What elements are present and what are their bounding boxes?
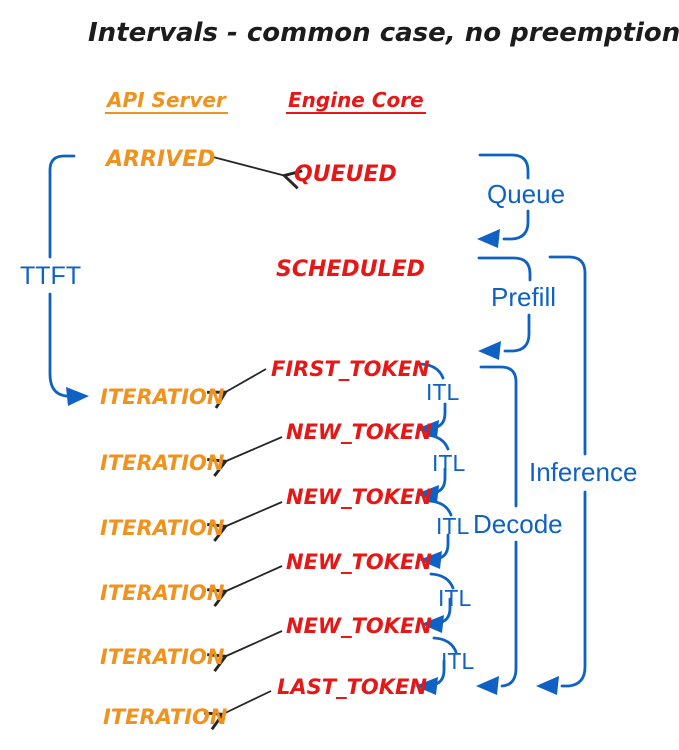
- event-iteration-1: ITERATION: [100, 385, 225, 409]
- inference-arrowhead: [536, 676, 559, 695]
- itl-bracket-1: [416, 362, 447, 438]
- event-scheduled: SCHEDULED: [276, 257, 425, 282]
- event-arrived: ARRIVED: [106, 147, 216, 172]
- interval-label-ttft: TTFT: [20, 262, 82, 290]
- itl-arrowhead-3: [419, 551, 442, 569]
- interval-label-queue: Queue: [487, 179, 566, 209]
- itl-bracket-4: [421, 572, 455, 633]
- event-arrows: [212, 156, 286, 715]
- interval-label-itl-2: ITL: [432, 450, 466, 476]
- interval-brackets: [48, 153, 587, 695]
- arrow-newtoken1-to-iteration: [224, 436, 283, 462]
- itl-bracket-5: [415, 636, 458, 695]
- interval-label-itl-5: ITL: [441, 648, 475, 674]
- arrow-lasttoken-to-iteration: [221, 690, 272, 715]
- itl-bracket-2: [416, 433, 450, 503]
- decode-arrowhead: [476, 676, 499, 695]
- queue-arrowhead: [477, 229, 500, 248]
- event-iteration-5: ITERATION: [100, 645, 225, 669]
- ttft-arrowhead: [66, 387, 89, 406]
- diagram-title: Intervals - common case, no preemptions: [88, 18, 679, 48]
- interval-label-decode: Decode: [473, 509, 563, 539]
- column-header-engine-core: Engine Core: [286, 88, 426, 114]
- event-new-token-4: NEW_TOKEN: [286, 614, 432, 638]
- decode-bracket: [476, 365, 518, 695]
- event-iteration-2: ITERATION: [100, 451, 225, 475]
- itl-arrowhead-4: [421, 615, 444, 633]
- event-new-token-1: NEW_TOKEN: [286, 420, 432, 444]
- event-queued: QUEUED: [294, 162, 397, 187]
- ttft-bracket: [48, 154, 89, 406]
- interval-label-prefill: Prefill: [491, 282, 557, 312]
- event-iteration-3: ITERATION: [100, 516, 225, 540]
- queue-bracket: [477, 153, 530, 248]
- arrow-newtoken4-to-iteration: [224, 630, 283, 657]
- itl-arrowhead-2: [416, 485, 439, 503]
- interval-label-inference: Inference: [529, 457, 638, 487]
- arrow-arrived-to-queued: [212, 156, 286, 176]
- column-header-api-server: API Server: [105, 88, 228, 114]
- arrow-newtoken2-to-iteration: [224, 501, 283, 527]
- event-first-token: FIRST_TOKEN: [271, 357, 430, 381]
- arrow-firsttoken-to-iteration: [224, 368, 267, 393]
- event-iteration-4: ITERATION: [100, 581, 225, 605]
- itl-arrowhead-1: [416, 420, 439, 438]
- event-last-token: LAST_TOKEN: [277, 675, 427, 699]
- event-iteration-6: ITERATION: [103, 705, 228, 729]
- prefill-arrowhead: [478, 341, 501, 360]
- interval-label-itl-3: ITL: [436, 513, 470, 539]
- prefill-bracket: [477, 256, 532, 360]
- itl-arrowhead-5: [415, 677, 438, 695]
- interval-label-itl-4: ITL: [438, 585, 472, 611]
- event-new-token-2: NEW_TOKEN: [286, 485, 432, 509]
- arrow-newtoken3-to-iteration: [224, 565, 283, 592]
- interval-label-itl-1: ITL: [426, 379, 460, 405]
- event-new-token-3: NEW_TOKEN: [286, 550, 432, 574]
- itl-bracket-3: [419, 499, 453, 569]
- inference-bracket: [536, 255, 587, 695]
